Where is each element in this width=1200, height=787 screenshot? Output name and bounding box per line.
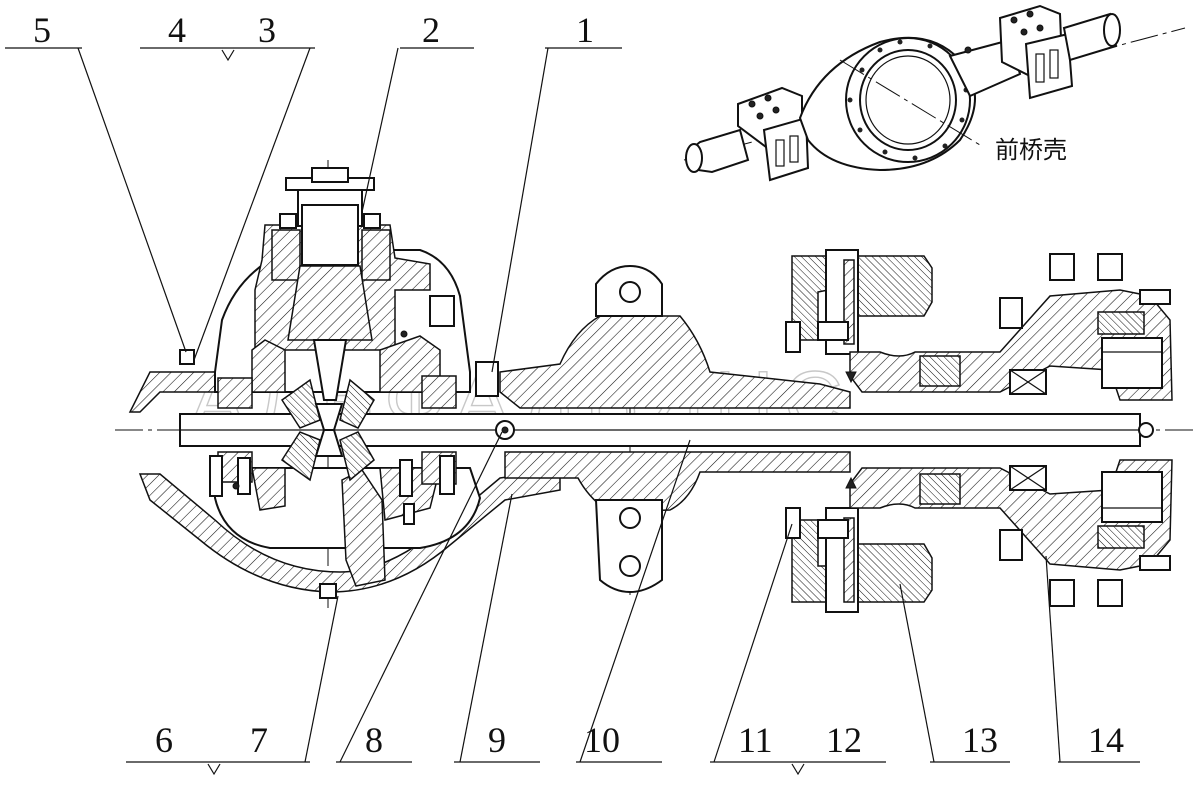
label-3: 3 [258,10,276,50]
label-8: 8 [365,720,383,760]
label-11: 11 [738,720,773,760]
label-13: 13 [962,720,998,760]
label-5: 5 [33,10,51,50]
label-9: 9 [488,720,506,760]
label-4: 4 [168,10,186,50]
label-2: 2 [422,10,440,50]
axle-housing-section [128,264,851,594]
label-7: 7 [250,720,268,760]
label-10: 10 [584,720,620,760]
bottom-part-labels: 6 7 8 9 10 11 12 13 14 [155,720,1124,760]
label-1: 1 [576,10,594,50]
top-part-labels: 5 4 3 2 1 [33,10,594,50]
main-reducer [179,167,499,599]
inset-caption: 前桥壳 [995,136,1067,164]
label-14: 14 [1088,720,1124,760]
label-12: 12 [826,720,862,760]
label-6: 6 [155,720,173,760]
wheel-hub-assembly [785,249,1173,613]
axle-housing-inset [683,4,1186,182]
leader-lines [5,47,1140,776]
